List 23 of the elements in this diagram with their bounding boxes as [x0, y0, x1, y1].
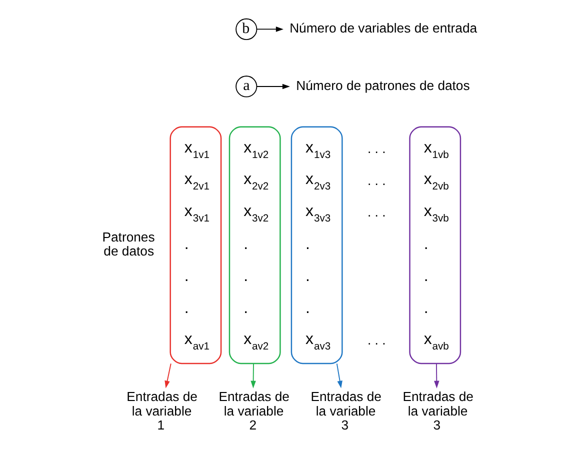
label: . . .: [368, 140, 386, 156]
node-text: Entradas de la variable 3: [310, 389, 382, 432]
node-text: Entradas de la variable 3: [402, 389, 474, 432]
arrow: [434, 363, 440, 388]
node-box: x$_{1vb}$ x$_{2vb}$ x$_{3vb}$ . . . x$_{avb}$: [409, 126, 462, 364]
node-circle: b: [236, 18, 258, 40]
label: Patrones de datos: [102, 230, 155, 259]
arrow: [256, 26, 284, 32]
label: . . .: [368, 172, 386, 188]
node-text: Entradas de la variable 1: [126, 389, 198, 432]
arrow: [336, 363, 342, 388]
node-box: x$_{1v2}$ x$_{2v2}$ x$_{3v2}$ . . . x$_{av2}$: [228, 126, 281, 364]
label: . . .: [368, 204, 386, 220]
arrow: [256, 84, 290, 90]
node-text: Número de variables de entrada: [290, 20, 478, 36]
node-text: Número de patrones de datos: [296, 78, 470, 93]
node-text: Entradas de la variable 2: [218, 389, 290, 432]
node-circle: a: [236, 76, 258, 98]
arrow: [250, 363, 256, 388]
arrow: [164, 363, 172, 388]
label: . . .: [368, 332, 386, 348]
node-box: x$_{1v1}$ x$_{2v1}$ x$_{3v1}$ . . . x$_{av1}$: [170, 126, 222, 364]
node-box: x$_{1v3}$ x$_{2v3}$ x$_{3v3}$ . . . x$_{av3}$: [290, 126, 343, 364]
